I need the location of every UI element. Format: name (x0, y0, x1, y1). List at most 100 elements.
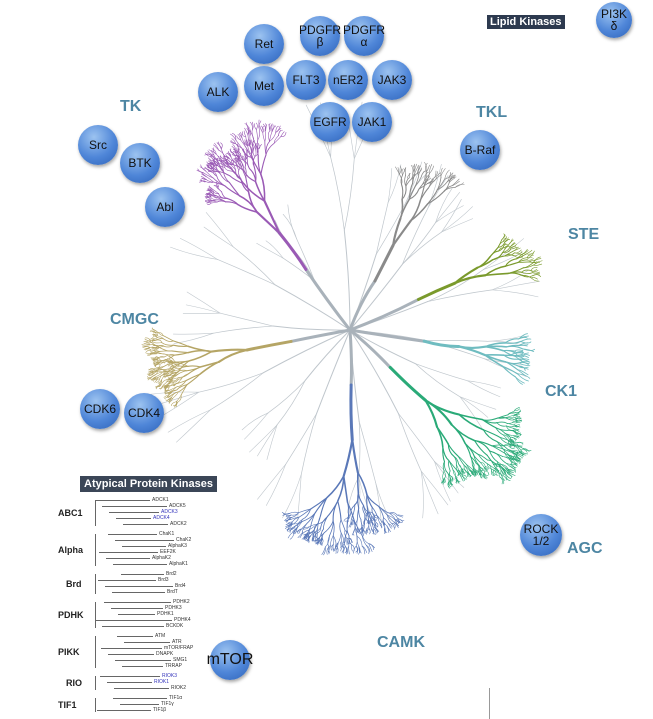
branch (462, 468, 467, 473)
atypical-kinase-name: ADCK3 (161, 509, 178, 515)
branch (389, 512, 398, 519)
branch (484, 470, 489, 476)
branch (257, 154, 262, 175)
branch (210, 154, 215, 162)
branch (531, 277, 539, 282)
branch (497, 464, 506, 474)
branch (167, 358, 172, 361)
branch (480, 462, 486, 468)
branch (491, 445, 505, 454)
branch (368, 511, 372, 518)
branch (360, 519, 362, 528)
branch (340, 519, 346, 531)
branch (206, 176, 214, 183)
branch (515, 432, 521, 436)
target-jak3[interactable]: JAK3 (372, 60, 412, 100)
branch (311, 535, 314, 542)
target-pi3k-delta[interactable]: PI3K δ (596, 2, 632, 38)
branch (212, 189, 219, 194)
branch (207, 157, 215, 162)
branch (215, 153, 222, 162)
branch (180, 238, 218, 260)
branch (289, 526, 296, 533)
atypical-kinase-name: ADCK1 (152, 497, 169, 503)
branch (500, 458, 510, 467)
target-src[interactable]: Src (78, 125, 118, 165)
branch (280, 132, 287, 137)
branch (169, 386, 178, 391)
branch (168, 390, 173, 394)
target-flt3[interactable]: FLT3 (286, 60, 326, 100)
branch (481, 418, 497, 429)
branch (297, 473, 302, 521)
branch (459, 396, 497, 410)
branch (358, 528, 362, 534)
branch (375, 482, 382, 524)
branch (344, 530, 350, 539)
target-b-raf[interactable]: B-Raf (460, 130, 500, 170)
branch (243, 130, 247, 138)
branch (410, 203, 429, 222)
target-jak1[interactable]: JAK1 (352, 102, 392, 142)
branch (164, 389, 171, 393)
branch (163, 353, 175, 356)
branch (207, 188, 213, 192)
branch (163, 344, 174, 348)
target-rock[interactable]: ROCK 1/2 (520, 514, 562, 556)
branch (470, 455, 473, 466)
branch (389, 512, 396, 520)
branch (484, 354, 504, 368)
branch (168, 398, 173, 404)
branch (205, 212, 234, 248)
branch (232, 133, 237, 141)
branch (482, 429, 498, 443)
branch (521, 275, 534, 278)
dendro-line (116, 518, 151, 519)
branch (375, 202, 406, 255)
target-abl[interactable]: Abl (145, 187, 185, 227)
branch (214, 142, 219, 151)
target-ret[interactable]: Ret (244, 24, 284, 64)
branch (152, 344, 158, 346)
branch (219, 312, 274, 327)
target-cdk4[interactable]: CDK4 (124, 393, 164, 433)
branch (332, 500, 339, 522)
target-mtor[interactable]: mTOR (207, 640, 253, 680)
target-her2[interactable]: nER2 (328, 60, 368, 100)
dendro-line (109, 512, 159, 513)
branch (141, 344, 151, 346)
branch (489, 250, 500, 258)
branch (268, 130, 271, 142)
branch (517, 373, 531, 379)
target-pdgfr-beta[interactable]: PDGFR β (299, 16, 341, 56)
branch (399, 165, 402, 175)
branch (274, 284, 351, 331)
branch (208, 186, 214, 190)
target-met[interactable]: Met (244, 66, 284, 106)
target-cdk6[interactable]: CDK6 (80, 389, 120, 429)
branch (216, 175, 226, 187)
branch (456, 476, 460, 483)
branch (472, 469, 478, 474)
atypical-kinase-name: AlphaK3 (168, 543, 187, 549)
branch (296, 528, 302, 533)
branch (230, 133, 237, 141)
branch (156, 330, 164, 336)
branch (151, 327, 157, 332)
branch (512, 425, 518, 428)
branch (157, 373, 166, 378)
dendro-line (98, 580, 156, 581)
branch (502, 237, 507, 242)
branch (344, 545, 347, 554)
target-btk[interactable]: BTK (120, 143, 160, 183)
target-egfr[interactable]: EGFR (310, 102, 350, 142)
target-pdgfr-alpha[interactable]: PDGFR α (343, 16, 385, 56)
target-alk[interactable]: ALK (198, 72, 238, 112)
branch (522, 448, 530, 452)
branch (186, 291, 221, 314)
branch (206, 202, 212, 204)
branch (509, 463, 516, 470)
branch (290, 512, 299, 516)
branch (362, 505, 366, 515)
branch (515, 420, 521, 423)
